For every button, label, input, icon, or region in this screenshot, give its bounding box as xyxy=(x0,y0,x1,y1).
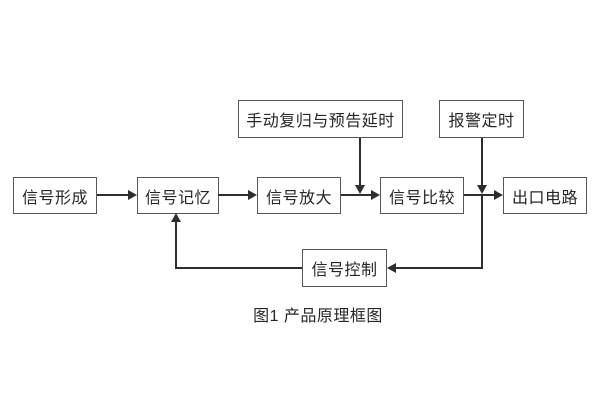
edge-compare-to-output xyxy=(464,194,494,196)
arrowhead-up-icon xyxy=(171,213,181,222)
edge-feedback-left-segment xyxy=(175,267,302,269)
node-alarm-timing: 报警定时 xyxy=(439,100,524,138)
arrowhead-right-icon xyxy=(248,190,257,200)
node-signal-amplification: 信号放大 xyxy=(257,177,341,214)
arrowhead-down-icon xyxy=(477,185,487,194)
node-signal-formation: 信号形成 xyxy=(13,177,97,214)
figure-caption: 图1 产品原理框图 xyxy=(253,308,383,325)
node-signal-control: 信号控制 xyxy=(302,249,387,287)
edge-feedback-right-segment xyxy=(396,267,483,269)
node-signal-comparison: 信号比较 xyxy=(380,177,464,214)
edge-amplify-to-compare xyxy=(341,194,371,196)
edge-memory-to-amplify xyxy=(218,194,248,196)
arrowhead-right-icon xyxy=(371,190,380,200)
edge-feedback-up-segment xyxy=(175,222,177,269)
node-manual-reset-delay: 手动复归与预告延时 xyxy=(238,100,403,138)
arrowhead-right-icon xyxy=(128,190,137,200)
edge-manual-reset-drop xyxy=(359,138,361,185)
arrowhead-right-icon xyxy=(494,190,503,200)
edge-alarm-timing-drop xyxy=(481,138,483,185)
edge-formation-to-memory xyxy=(97,194,128,196)
edge-junction-down-to-control xyxy=(481,196,483,269)
node-signal-memory: 信号记忆 xyxy=(137,177,219,214)
node-output-circuit: 出口电路 xyxy=(503,177,587,214)
arrowhead-left-icon xyxy=(387,263,396,273)
arrowhead-down-icon xyxy=(355,185,365,194)
